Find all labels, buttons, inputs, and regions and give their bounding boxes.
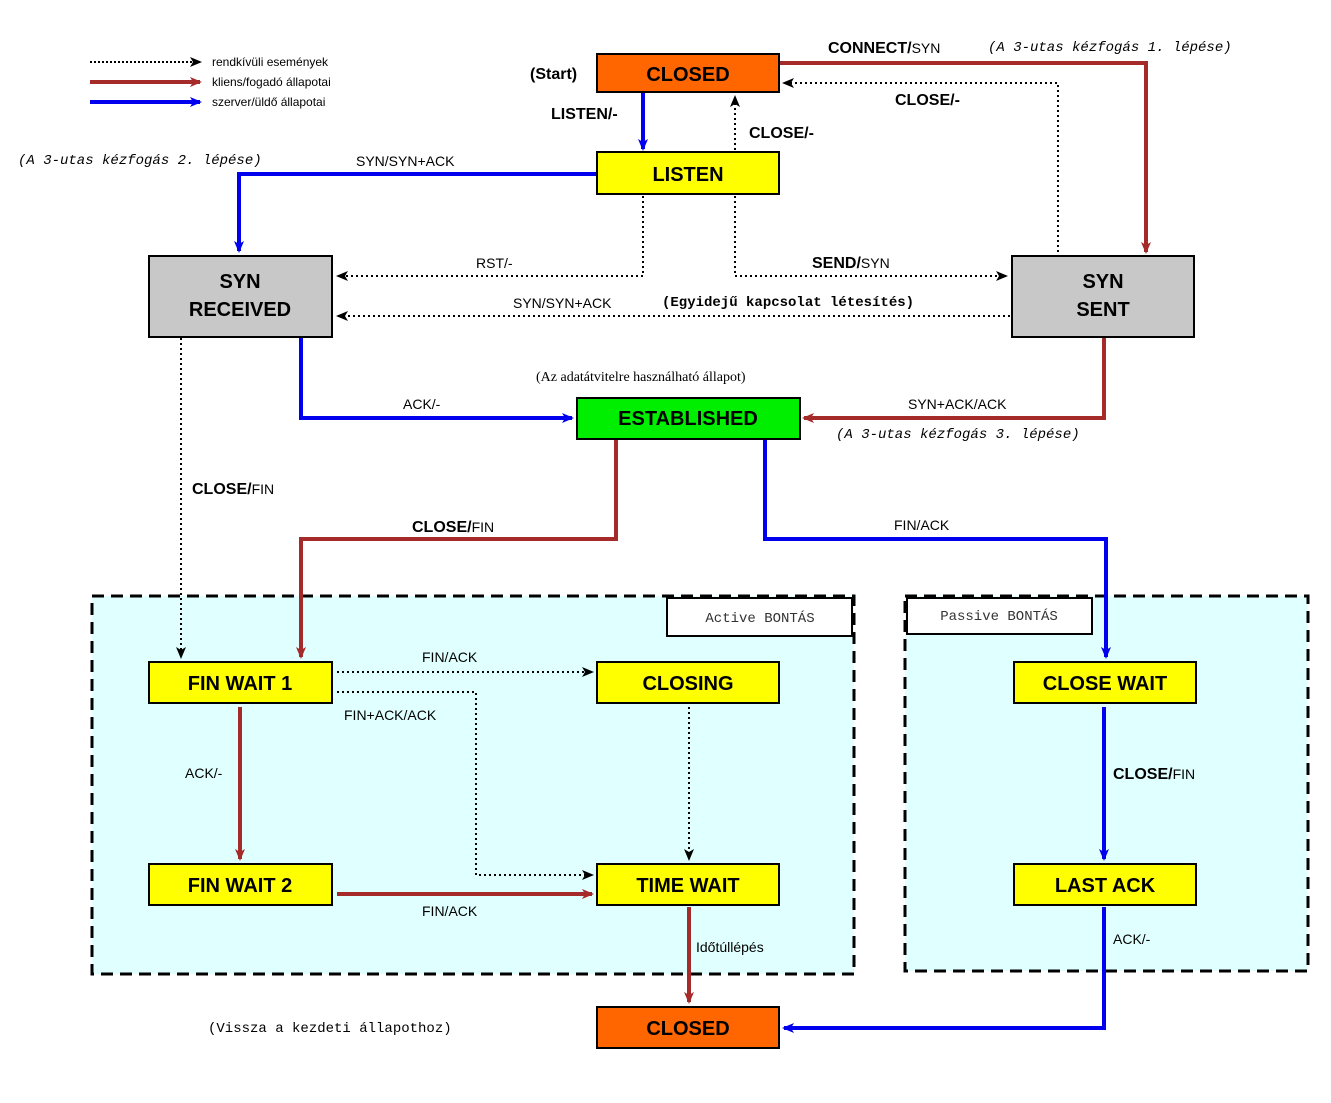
state-syn-sent: SYN SENT (1011, 255, 1195, 338)
state-closed-top: CLOSED (596, 53, 780, 93)
handshake-step-3-note: (A 3-utas kézfogás 3. lépése) (836, 427, 1080, 443)
send-syn-edge-label: SEND/SYN (812, 255, 890, 272)
edge-listen-to-synsent (734, 196, 1008, 281)
state-closed-top-label: CLOSED (646, 64, 729, 86)
edge-closed-to-synsent (779, 61, 1151, 254)
ack-lastack-label: ACK/- (1113, 931, 1151, 947)
state-last-ack: LAST ACK (1013, 863, 1197, 906)
edge-synrcvd-to-established (299, 338, 574, 423)
ack-established-edge-label: ACK/- (403, 396, 441, 412)
edge-finwait1-to-timewait (337, 691, 594, 880)
edge-rst-to-synrcvd (336, 196, 644, 281)
close-fin-closewait-label: CLOSE/FIN (1113, 766, 1195, 783)
state-time-wait-label: TIME WAIT (636, 875, 739, 897)
legend-blue-label: szerver/üldő állapotai (212, 95, 325, 109)
state-close-wait-label: CLOSE WAIT (1043, 673, 1167, 695)
state-established-label: ESTABLISHED (618, 408, 758, 430)
state-syn-received-label-1: SYN (219, 271, 260, 293)
state-fin-wait-1: FIN WAIT 1 (148, 661, 333, 704)
state-time-wait: TIME WAIT (596, 863, 780, 906)
state-syn-sent-label-2: SENT (1076, 299, 1129, 321)
rst-edge-label: RST/- (476, 255, 513, 271)
state-closed-bottom: CLOSED (596, 1006, 780, 1049)
state-listen-label: LISTEN (652, 164, 723, 186)
close-fin-synrcvd-label: CLOSE/FIN (192, 481, 274, 498)
ack-finwait1-label: ACK/- (185, 765, 223, 781)
edge-established-to-finwait1 (296, 440, 618, 659)
state-close-wait: CLOSE WAIT (1013, 661, 1197, 704)
edge-synsent-to-established (802, 338, 1106, 423)
handshake-step-1-note: (A 3-utas kézfogás 1. lépése) (988, 40, 1232, 56)
fin-ack-established-label: FIN/ACK (894, 517, 950, 533)
state-syn-received-label-2: RECEIVED (189, 299, 291, 321)
synack-ack-edge-label: SYN+ACK/ACK (908, 396, 1007, 412)
state-last-ack-label: LAST ACK (1055, 875, 1156, 897)
legend-red-label: kliens/fogadó állapotai (212, 75, 331, 89)
state-closing-label: CLOSING (642, 673, 733, 695)
simultaneous-open-note: (Egyidejű kapcsolat létesítés) (662, 295, 914, 311)
close-synsent-edge-label: CLOSE/- (895, 92, 960, 109)
passive-region-title: Passive BONTÁS (940, 607, 1058, 625)
close-fin-established-label: CLOSE/FIN (412, 519, 494, 536)
fin-ack-finwait1-label: FIN/ACK (422, 649, 478, 665)
finack-ack-label: FIN+ACK/ACK (344, 707, 437, 723)
usable-state-note: (Az adatátvitelre használható állapot) (536, 370, 746, 385)
fin-ack-finwait2-label: FIN/ACK (422, 903, 478, 919)
connect-syn-label: CONNECT/SYN (828, 40, 940, 57)
edge-established-to-closewait (763, 440, 1111, 659)
legend-dotted-label: rendkívüli események (212, 55, 329, 69)
syn-synack-edge-label: SYN/SYN+ACK (356, 153, 455, 169)
state-established: ESTABLISHED (576, 397, 801, 440)
active-close-region: Active BONTÁS (90, 594, 856, 976)
back-to-start-note: (Vissza a kezdeti állapothoz) (208, 1021, 452, 1037)
handshake-step-2-note: (A 3-utas kézfogás 2. lépése) (18, 153, 262, 169)
listen-edge-label: LISTEN/- (551, 106, 618, 123)
state-closed-bottom-label: CLOSED (646, 1018, 729, 1040)
edge-synsent-to-closed (782, 78, 1059, 252)
state-fin-wait-2-label: FIN WAIT 2 (188, 875, 292, 897)
edge-listen-to-synrcvd (234, 172, 596, 253)
start-label: (Start) (530, 66, 577, 83)
state-syn-received: SYN RECEIVED (148, 255, 333, 338)
close-listen-edge-label: CLOSE/- (749, 125, 814, 142)
state-closing: CLOSING (596, 661, 780, 704)
syn-synack-simultaneous-label: SYN/SYN+ACK (513, 295, 612, 311)
timeout-label: Időtúllépés (696, 939, 764, 955)
state-listen: LISTEN (596, 151, 780, 195)
state-fin-wait-2: FIN WAIT 2 (148, 863, 333, 906)
legend: rendkívüli események kliens/fogadó állap… (90, 55, 331, 109)
active-region-title: Active BONTÁS (705, 609, 814, 627)
state-syn-sent-label-1: SYN (1082, 271, 1123, 293)
state-fin-wait-1-label: FIN WAIT 1 (188, 673, 292, 695)
edge-lastack-to-closed (782, 907, 1106, 1033)
